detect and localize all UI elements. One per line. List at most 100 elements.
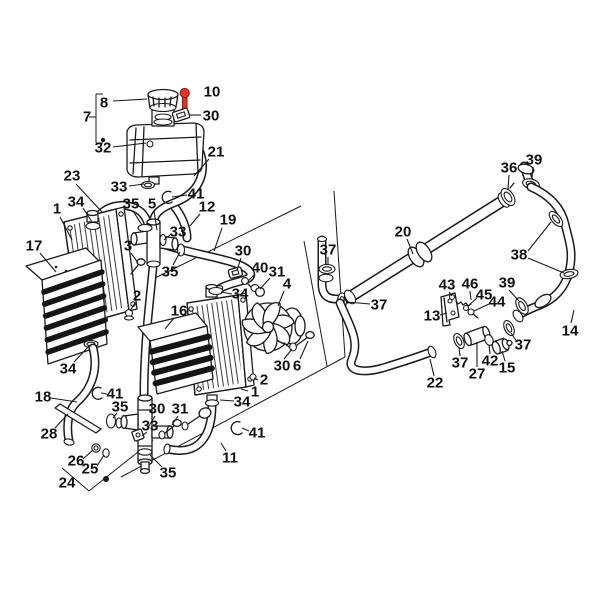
callout-16-25: 16	[171, 303, 188, 320]
leader-line-35-18	[172, 251, 181, 266]
leader-line-17-13	[39, 252, 57, 273]
leader-line-34-24	[220, 291, 233, 295]
clip-part-30-top	[171, 107, 191, 123]
callout-30-20: 30	[235, 243, 252, 260]
bolts-30-31-bottom	[181, 407, 212, 431]
c-clip-41-left	[91, 386, 103, 400]
leader-line-15-47	[501, 350, 506, 362]
spring-46-screws	[448, 293, 479, 319]
leader-line-36-34	[507, 174, 510, 191]
callout-30-29: 30	[274, 358, 291, 375]
callout-40-21: 40	[252, 260, 269, 277]
leader-line-1-12	[59, 216, 73, 241]
callout-30-3: 30	[203, 108, 220, 125]
leader-line-35-53	[112, 412, 118, 419]
callout-34-50: 34	[60, 361, 77, 378]
callout-3-16: 3	[124, 238, 132, 255]
leader-line-31-22	[259, 277, 271, 290]
callout-35-14: 35	[123, 196, 140, 213]
callout-46-39: 46	[462, 276, 479, 293]
callout-37-32: 37	[371, 297, 388, 314]
callout-42-46: 42	[482, 353, 499, 370]
callout-39-42: 39	[499, 275, 516, 292]
leader-line-33-17	[163, 234, 171, 241]
callout-22-49: 22	[427, 375, 444, 392]
callout-44-41: 44	[489, 294, 506, 311]
callout-24-60: 24	[59, 475, 76, 492]
leader-line-37-48	[510, 332, 518, 343]
leader-line-43-38	[448, 291, 453, 297]
leader-line-41-63	[241, 427, 250, 432]
callout-33-6: 33	[111, 179, 128, 196]
callout-1-12: 1	[53, 201, 61, 218]
leader-line-34-11	[82, 207, 93, 223]
callout-45-40: 45	[476, 287, 493, 304]
callout-15-47: 15	[499, 360, 516, 377]
radiator-cover-16	[137, 312, 215, 395]
callout-7-1: 7	[83, 109, 91, 126]
callout-11-62: 11	[222, 450, 238, 467]
callout-41-52: 41	[107, 386, 124, 403]
leader-line-1-27	[240, 388, 249, 392]
tank-outlet-clamp-33	[140, 180, 156, 190]
tank-cap	[147, 88, 179, 113]
leader-line-22-49	[429, 358, 435, 377]
leader-line-12-8	[189, 213, 201, 227]
strip-28	[54, 403, 102, 434]
leader-line-35-14	[132, 210, 143, 226]
leader-line-2-19	[129, 302, 136, 312]
lower-manifold	[120, 394, 174, 475]
leader-line-30-55	[146, 415, 156, 430]
callout-34-28: 34	[234, 394, 251, 411]
hose-18	[63, 343, 100, 446]
callout-30-55: 30	[149, 401, 166, 418]
hose-11	[163, 400, 217, 455]
leader-line-18-51	[50, 397, 78, 403]
callout-5-15: 5	[148, 196, 156, 213]
callout-26-58: 26	[68, 453, 85, 470]
callout-1-27: 1	[251, 384, 259, 401]
leader-line-40-21	[247, 273, 256, 282]
highlighted-pin-part-10	[179, 87, 190, 110]
hose-12	[168, 200, 192, 243]
callout-13-43: 13	[424, 308, 441, 325]
callout-36-34: 36	[501, 160, 518, 177]
callout-2-26: 2	[260, 372, 268, 389]
callout-17-13: 17	[26, 238, 43, 255]
leader-line-38-36	[527, 257, 565, 274]
expansion-tank	[126, 101, 205, 185]
leader-line-11-62	[220, 442, 227, 452]
callout-37-48: 37	[515, 337, 532, 354]
leader-line-30-29	[283, 348, 293, 360]
callout-2-19: 2	[133, 288, 141, 305]
callout-12-8: 12	[199, 199, 216, 216]
callout-35-61: 35	[160, 465, 177, 482]
callout-20-33: 20	[395, 224, 412, 241]
callout-39-35: 39	[526, 152, 543, 169]
radiator-cover-17	[25, 247, 109, 365]
leader-line-3-16	[130, 252, 139, 264]
callout-32-4: 32	[95, 140, 112, 157]
nut-26-washer-25	[91, 443, 110, 458]
leader-line-21-5	[193, 158, 210, 177]
callout-34-24: 34	[232, 286, 249, 303]
leader-line-39-42	[508, 289, 520, 302]
callout-35-18: 35	[162, 264, 179, 281]
leader-line-38-36	[527, 221, 552, 252]
callout-27-45: 27	[469, 366, 486, 383]
callout-8-0: 8	[100, 95, 108, 112]
clip-30-mid	[227, 266, 244, 279]
callout-10-2: 10	[204, 84, 221, 101]
leader-line-25-59	[96, 454, 105, 467]
leader-line-28-54	[54, 413, 69, 429]
leader-line-42-46	[488, 344, 491, 355]
leader-line-30-20	[236, 257, 242, 271]
callout-28-54: 28	[41, 426, 58, 443]
leader-line-35-61	[149, 454, 163, 468]
leader-line-45-40	[467, 297, 478, 307]
leader-line-34-28	[219, 399, 235, 402]
callout-41-7: 41	[188, 186, 205, 203]
leader-line-20-33	[406, 238, 414, 255]
